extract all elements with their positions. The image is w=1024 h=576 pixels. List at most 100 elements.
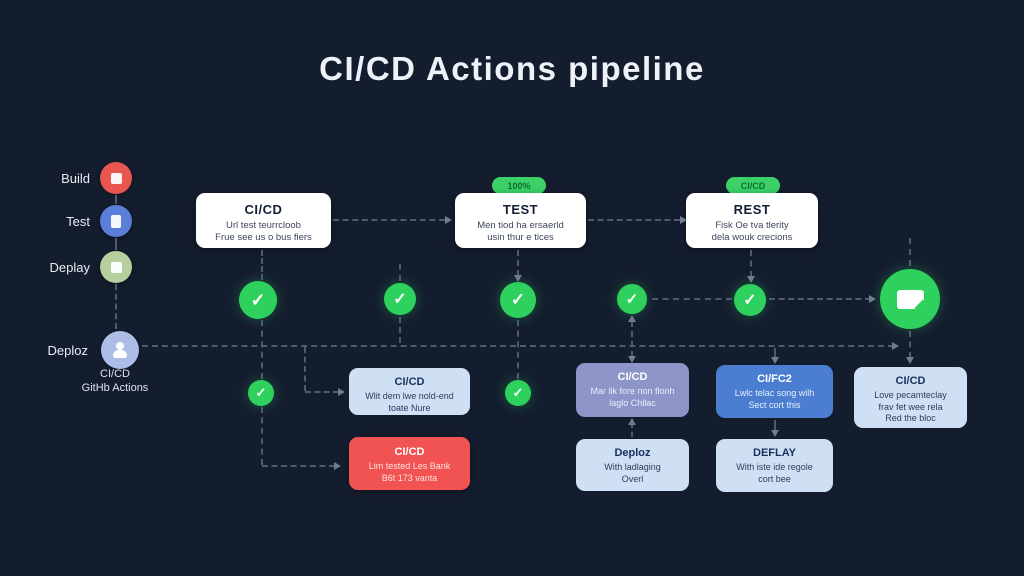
check-node: ✓	[500, 282, 536, 318]
detail-box-cicd-right: CI/CD Love pecamteclay frav fet wee rela…	[854, 367, 967, 428]
status-badge: CI/CD	[726, 177, 780, 194]
check-node: ✓	[734, 284, 766, 316]
check-icon: ✓	[250, 289, 266, 310]
dashed-connector	[261, 407, 263, 465]
detail-box-line: Overl	[621, 473, 644, 484]
detail-box-line: frav fet wee rela	[878, 401, 943, 412]
artifact-node	[880, 269, 940, 329]
detail-box-line: Lim tested Les Bank	[368, 461, 451, 471]
arrowhead	[771, 430, 779, 437]
dashed-connector	[115, 284, 117, 329]
detail-box-deflay: DEFLAY With iste ide regole cort bee	[716, 439, 833, 492]
detail-box-line: With iste ide regole	[736, 462, 813, 472]
dashed-connector	[333, 219, 445, 221]
sidebar-label-test: Test	[66, 214, 90, 229]
cube-icon	[110, 261, 122, 273]
detail-box-cicd-error: CI/CD Lim tested Les Bank B6t 173 vanta	[349, 437, 470, 490]
actor-node	[101, 331, 139, 369]
detail-box-title: CI/CD	[617, 371, 648, 383]
actor-caption-line1: CI/CD	[100, 368, 130, 380]
dashed-connector	[399, 264, 401, 281]
dashed-connector	[652, 298, 732, 300]
detail-box-deploz: Deploz With ladlaging Overl	[576, 439, 689, 491]
detail-box-title: Deploz	[614, 447, 651, 459]
dashed-connector	[750, 250, 752, 277]
detail-box-cicd-lavender: CI/CD Mar lik fore non flonh laglo Chlla…	[576, 363, 689, 417]
detail-box-line: With ladlaging	[604, 462, 661, 472]
stage-box-line: dela wouk crecions	[711, 232, 793, 244]
detail-box-cifc2: CI/FC2 Lwlc telac song wilh Sect cort th…	[716, 365, 833, 418]
dashed-connector	[305, 391, 339, 393]
sidebar-label-deplay: Deplay	[49, 260, 90, 275]
detail-box-title: CI/FC2	[757, 373, 792, 385]
check-icon: ✓	[393, 291, 407, 308]
arrowhead	[869, 295, 876, 303]
check-node: ✓	[505, 380, 531, 406]
test-stage-node	[100, 205, 132, 237]
dashed-connector	[517, 320, 519, 379]
dashed-connector	[262, 465, 335, 467]
detail-box-line: Mar lik fore non flonh	[590, 386, 675, 396]
detail-box-line: Love pecamteclay	[874, 390, 947, 400]
arrowhead	[680, 216, 687, 224]
dashed-connector	[909, 238, 911, 266]
arrowhead	[906, 357, 914, 364]
detail-box-line: Red the bloc	[885, 413, 936, 424]
stage-box-title: REST	[733, 202, 771, 217]
stage-box-rest: REST Fisk Oe tva tlerity dela wouk creci…	[686, 193, 818, 248]
folder-icon	[896, 289, 924, 309]
dashed-connector	[631, 423, 633, 437]
detail-box-line: toate Nure	[388, 402, 431, 413]
detail-box-line: laglo Chllac	[609, 397, 656, 408]
deploy-stage-node	[100, 251, 132, 283]
sidebar-label-build: Build	[61, 171, 90, 186]
actor-caption-line2: GitHb Actions	[81, 382, 149, 394]
stage-box-line: Frue see us o bus fiers	[215, 232, 312, 244]
detail-box-title: CI/CD	[394, 446, 425, 458]
person-icon	[112, 342, 128, 358]
arrowhead	[445, 216, 452, 224]
dashed-connector	[399, 317, 401, 343]
stage-box-line: Fisk Oe tva tlerity	[715, 220, 789, 231]
check-icon: ✓	[625, 291, 639, 308]
document-icon	[111, 214, 121, 228]
check-node: ✓	[239, 281, 277, 319]
detail-box-line: Lwlc telac song wilh	[734, 388, 815, 398]
arrowhead	[771, 357, 779, 364]
arrowhead	[747, 276, 755, 283]
dashed-connector	[304, 347, 306, 391]
dashed-connector	[774, 348, 776, 358]
stage-box-line: Url test teurrcloob	[226, 220, 301, 231]
dashed-connector	[261, 250, 263, 280]
check-icon: ✓	[255, 385, 267, 400]
dashed-connector	[631, 321, 633, 357]
dashed-connector	[115, 195, 117, 204]
dashed-connector	[769, 298, 871, 300]
detail-box-line: B6t 173 vanta	[381, 472, 438, 483]
check-icon: ✓	[510, 290, 526, 309]
detail-box-line: cort bee	[758, 473, 791, 484]
arrowhead	[334, 462, 341, 470]
arrowhead	[628, 356, 636, 363]
page-title: CI/CD Actions pipeline	[319, 50, 705, 87]
dashed-connector	[517, 250, 519, 276]
arrowhead	[892, 342, 899, 350]
detail-box-title: CI/CD	[394, 376, 425, 388]
detail-box-line: Sect cort this	[748, 399, 801, 410]
detail-box-line: Wlit dem lwe nold-end	[365, 391, 454, 401]
stage-box-title: TEST	[502, 202, 539, 217]
dashed-connector	[115, 238, 117, 250]
check-node: ✓	[248, 380, 274, 406]
check-node: ✓	[617, 284, 647, 314]
stage-box-title: CI/CD	[244, 202, 283, 217]
check-node: ✓	[384, 283, 416, 315]
stage-box-test: TEST Men tiod ha ersaerld usin thur e ti…	[455, 193, 586, 248]
status-badge: 100%	[492, 177, 546, 194]
build-stage-node	[100, 162, 132, 194]
dashed-connector	[261, 320, 263, 379]
dashed-connector	[588, 219, 680, 221]
dashed-connector	[909, 331, 911, 358]
dashed-connector	[774, 420, 776, 431]
package-icon	[110, 172, 122, 184]
